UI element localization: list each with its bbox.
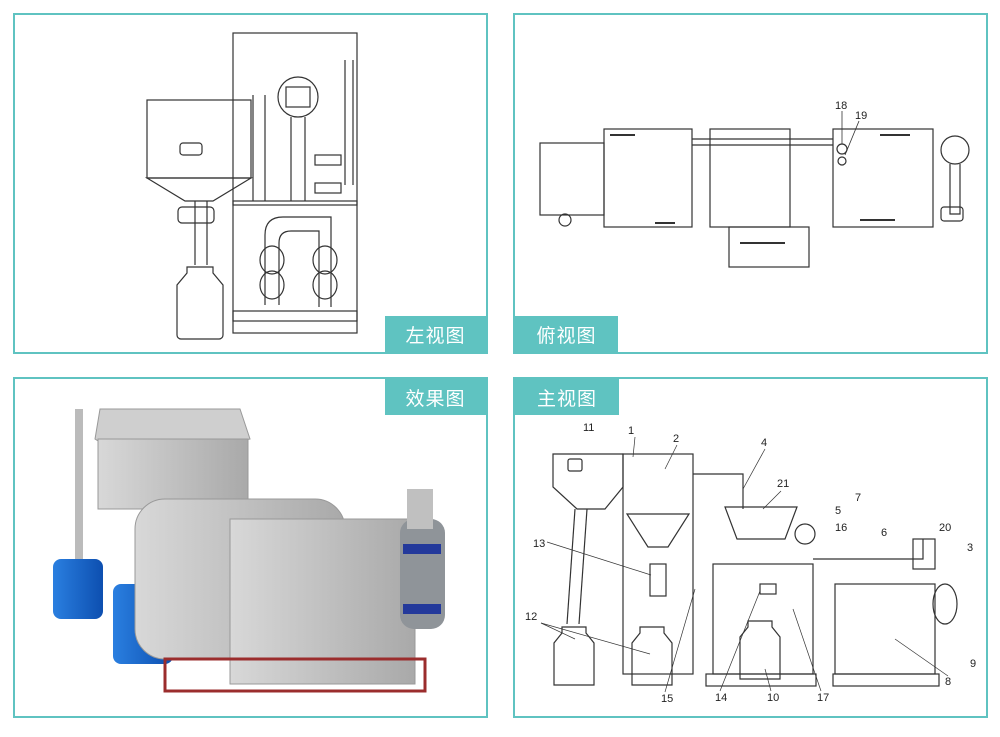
callout-11: 11 [583, 422, 594, 434]
render-panel: 效果图 [13, 377, 488, 718]
callout-1: 1 [628, 425, 634, 437]
callout-5: 5 [835, 505, 841, 517]
callout-19: 19 [855, 110, 867, 122]
front-view-drawing: 1 2 3 4 5 6 7 8 9 10 11 12 13 14 15 16 1… [525, 422, 976, 705]
callout-21: 21 [777, 478, 789, 490]
left-view-drawing [144, 32, 358, 340]
panel-title: 主视图 [515, 379, 619, 415]
callout-8: 8 [945, 676, 951, 688]
callout-17: 17 [817, 692, 829, 704]
panel-title: 效果图 [385, 379, 486, 415]
callout-9: 9 [970, 658, 976, 670]
callout-16: 16 [835, 522, 847, 534]
callout-14: 14 [715, 692, 727, 704]
left-view-panel: 左视图 [13, 13, 488, 354]
callout-6: 6 [881, 527, 887, 539]
front-view-panel: 1 2 3 4 5 6 7 8 9 10 11 12 13 14 15 16 1… [513, 377, 988, 718]
callout-12: 12 [525, 611, 537, 623]
callout-15: 15 [661, 693, 673, 705]
top-view-panel: 18 19 俯视图 [513, 13, 988, 354]
top-view-drawing: 18 19 [539, 100, 970, 268]
callout-7: 7 [855, 492, 861, 504]
render-illustration [53, 408, 445, 693]
callout-2: 2 [673, 433, 679, 445]
panel-title: 俯视图 [515, 316, 618, 352]
callout-10: 10 [767, 692, 779, 704]
callout-13: 13 [533, 538, 545, 550]
callout-3: 3 [967, 542, 973, 554]
callout-20: 20 [939, 522, 951, 534]
callout-18: 18 [835, 100, 847, 112]
panel-title: 左视图 [385, 316, 486, 352]
callout-4: 4 [761, 437, 767, 449]
